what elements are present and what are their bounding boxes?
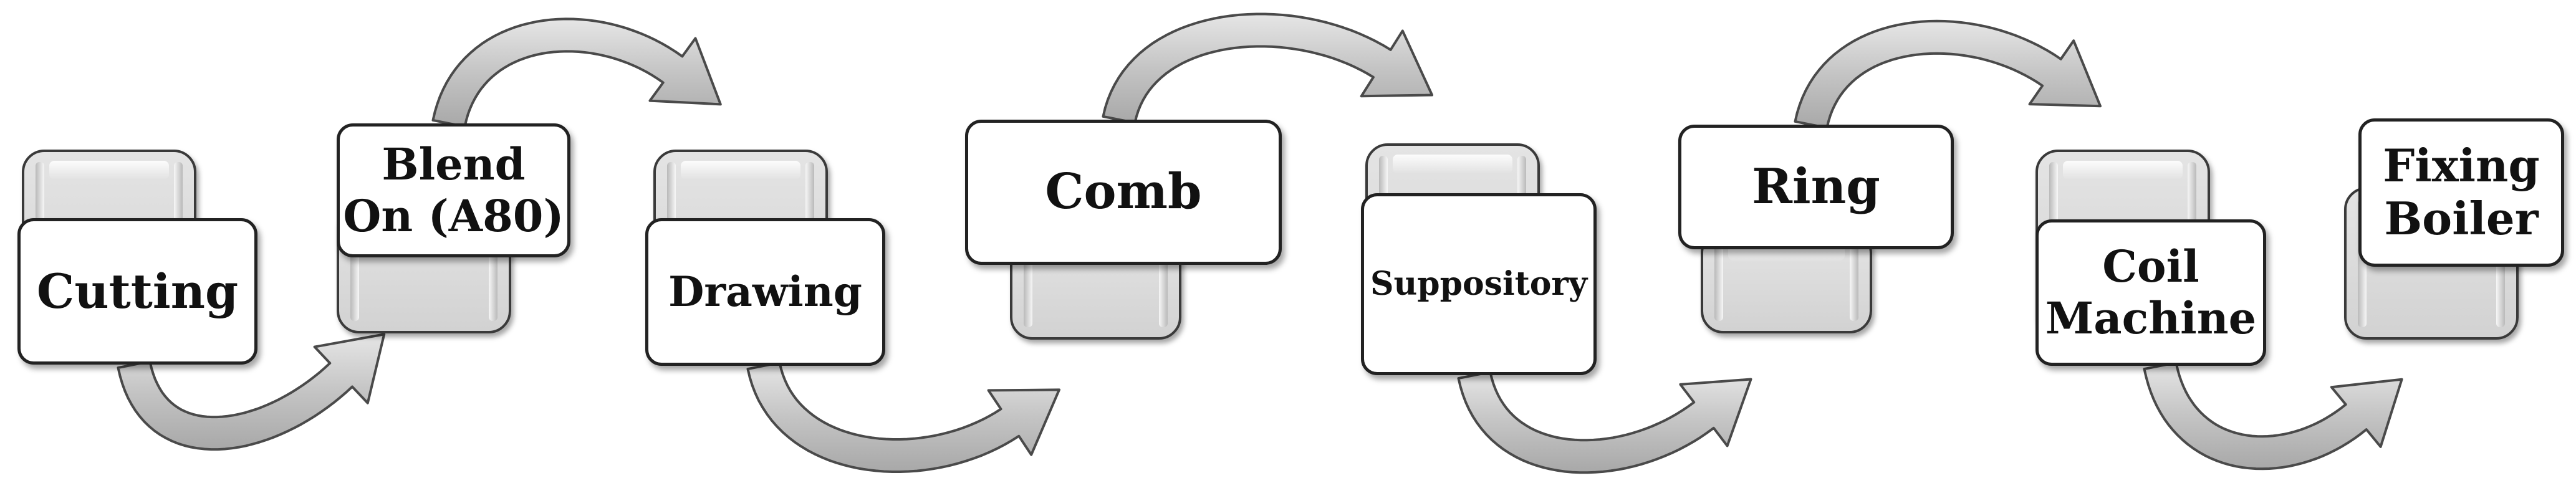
stage-fixing-label: Fixing Boiler (2383, 139, 2540, 245)
card-bevel (1393, 155, 1512, 173)
stage-fixing-box: Fixing Boiler (2358, 118, 2564, 267)
stage-comb-box: Comb (965, 120, 1282, 265)
arrow-blend-to-drawing (431, 17, 722, 128)
card-bevel (1850, 243, 1858, 321)
stage-blend-box: Blend On (A80) (337, 123, 570, 257)
stage-cutting-label: Cutting (36, 263, 239, 319)
stage-suppository-label: Suppository (1370, 265, 1588, 304)
connector-arrows (117, 12, 2403, 474)
stage-coil-label: Coil Machine (2045, 240, 2257, 344)
stage-ring-label: Ring (1752, 158, 1880, 215)
stage-drawing-box: Drawing (645, 218, 885, 366)
stage-ring-box: Ring (1678, 125, 1954, 249)
stage-blend-label: Blend On (A80) (343, 138, 564, 242)
card-bevel (49, 161, 169, 179)
card-bevel (1714, 243, 1723, 321)
arrow-drawing-to-comb (746, 361, 1060, 473)
arrow-suppository-to-ring (1457, 370, 1752, 474)
arrow-coil-to-fixing (2143, 361, 2403, 471)
stage-comb-label: Comb (1045, 163, 1202, 221)
stage-drawing-label: Drawing (668, 267, 862, 316)
stage-suppository-box: Suppository (1361, 193, 1597, 375)
stage-cutting-box: Cutting (17, 218, 257, 365)
arrow-ring-to-coil (1794, 19, 2102, 130)
arrow-cutting-to-blend (117, 333, 386, 451)
card-bevel (2063, 161, 2183, 179)
card-bevel (681, 161, 800, 179)
stage-coil-box: Coil Machine (2035, 219, 2266, 366)
arrow-comb-to-suppository (1102, 12, 1434, 125)
